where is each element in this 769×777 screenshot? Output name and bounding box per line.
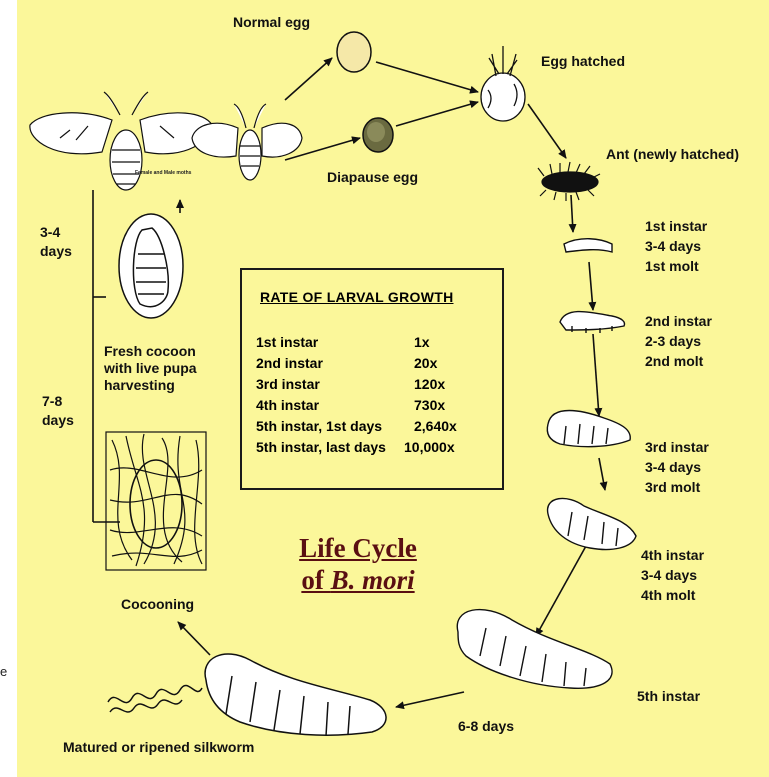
normal-egg-label: Normal egg (233, 14, 310, 31)
rate-row-value: 20x (414, 355, 437, 371)
rate-of-larval-growth-table: RATE OF LARVAL GROWTH 1st instar 1x 2nd … (240, 268, 504, 490)
larva-5th-instar-icon (457, 610, 612, 689)
larva-4th-instar-icon (548, 498, 636, 549)
title-line-1: Life Cycle (258, 532, 458, 564)
stage-5th-instar-label: 5th instar (637, 686, 700, 706)
rate-row-stage: 5th instar, 1st days (256, 418, 382, 434)
rate-row-value: 730x (414, 397, 445, 413)
male-moth-icon (192, 104, 302, 180)
rate-row-value: 120x (414, 376, 445, 392)
fresh-cocoon-label: Fresh cocoon with live pupa harvesting (104, 343, 197, 394)
species-name: B. mori (331, 565, 415, 595)
stray-character: e (0, 664, 7, 679)
rate-row-stage: 2nd instar (256, 355, 323, 371)
rate-row-stage: 3rd instar (256, 376, 320, 392)
rate-row-stage: 5th instar, last days (256, 439, 386, 455)
larva-1st-instar-icon (564, 239, 612, 252)
life-cycle-title: Life Cycle of B. mori (258, 532, 458, 596)
matured-silkworm-icon (108, 654, 386, 736)
rate-row-stage: 4th instar (256, 397, 319, 413)
rate-row-stage: 1st instar (256, 334, 318, 350)
rate-row-value: 1x (414, 334, 430, 350)
days-6-8-label: 6-8 days (458, 718, 514, 735)
diapause-egg-label: Diapause egg (327, 169, 418, 186)
matured-silkworm-label: Matured or ripened silkworm (63, 739, 254, 756)
normal-egg-icon (337, 32, 371, 72)
ant-larva-icon (538, 162, 600, 201)
rate-table-title: RATE OF LARVAL GROWTH (260, 289, 453, 305)
title-line-2: of B. mori (258, 564, 458, 596)
moth-caption: Female and Male moths (135, 170, 191, 176)
rate-row-value: 10,000x (404, 439, 455, 455)
diapause-egg-icon (363, 118, 393, 152)
cocooning-label: Cocooning (121, 596, 194, 613)
larva-3rd-instar-icon (547, 411, 630, 447)
ant-label: Ant (newly hatched) (606, 146, 739, 163)
cocooning-nest-icon (106, 432, 206, 570)
rate-row-value: 2,640x (414, 418, 457, 434)
pupa-cocoon-icon (119, 214, 183, 318)
egg-hatched-label: Egg hatched (541, 53, 625, 70)
hatched-egg-icon (481, 46, 525, 121)
larva-2nd-instar-icon (560, 312, 625, 334)
